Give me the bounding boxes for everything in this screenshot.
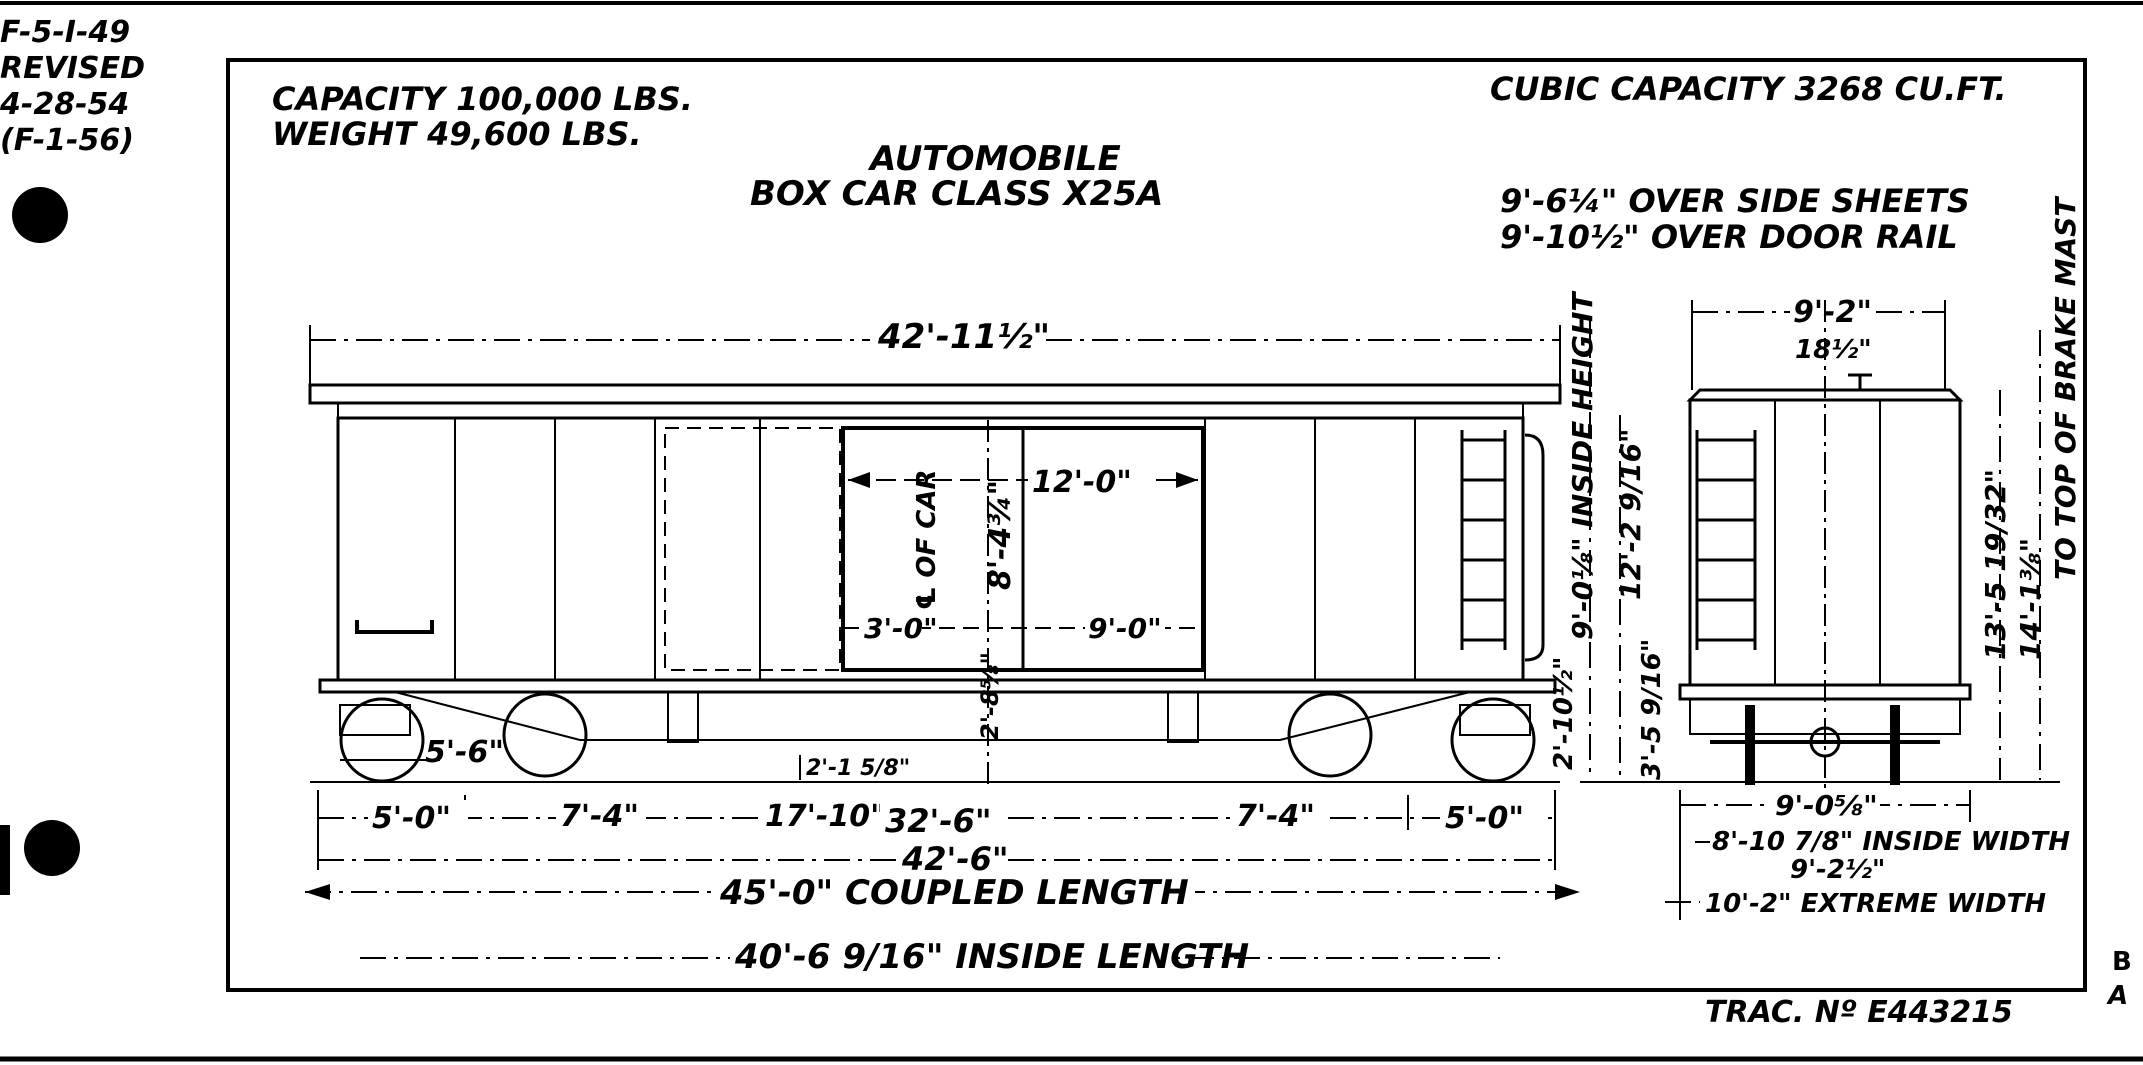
side-view: 42'-11½" — [305, 291, 1667, 977]
roof-walk-dim: 18½" — [1795, 335, 1872, 365]
overall-length-dim: 42'-11½" — [877, 317, 1050, 357]
drawing-border — [226, 58, 2087, 992]
hidden-door-outline — [664, 427, 841, 671]
tracing-number: TRAC. Nº E443215 — [1705, 995, 2013, 1030]
length-over-sills-dim: 42'-6" — [901, 840, 1009, 878]
wheelbase-dim: 5'-6" — [425, 735, 504, 770]
end-right-dim: 5'-0" — [1445, 801, 1524, 836]
title-line2: BOX CAR CLASS X25A — [750, 174, 1163, 214]
height-rail-dim: 13'-5 19/32" — [1979, 469, 2012, 660]
extreme-width-dim: 10'-2" EXTREME WIDTH — [1705, 889, 2046, 919]
end-wheel-right — [1890, 705, 1900, 785]
grab-iron — [355, 620, 434, 634]
over-side-sheets-label: 9'-6¼" OVER SIDE SHEETS — [1500, 182, 1970, 220]
end-view-ladder — [1695, 430, 1757, 650]
seg-right-dim: 7'-4" — [1236, 799, 1315, 834]
margin-bar — [0, 825, 10, 895]
end-wheel-left — [1745, 705, 1755, 785]
coupled-length-dim: 45'-0" COUPLED LENGTH — [719, 873, 1189, 913]
inside-width-dim: 8'-10 7/8" INSIDE WIDTH — [1712, 827, 2070, 857]
margin-note-line3: 4-28-54 — [0, 87, 129, 122]
height-roof-dim: 14'-1⅜" — [2014, 538, 2047, 660]
width-small-dim: 9'-2½" — [1790, 855, 1885, 885]
corner-mark-b: B — [2112, 947, 2132, 977]
title-line1: AUTOMOBILE — [867, 139, 1121, 179]
width-over-sills-dim: 9'-0⅝" — [1775, 789, 1878, 822]
brake-wheel — [1848, 373, 1872, 390]
over-door-rail-label: 9'-10½" OVER DOOR RAIL — [1500, 218, 1958, 256]
height-a-dim: 2'-10½" — [1549, 657, 1579, 770]
truck-centers-dim: 32'-6" — [885, 802, 992, 840]
height-to-roof-dim: 12'-2 9/16" — [1614, 428, 1647, 600]
bottom-clearance-dim: 2'-1 5/8" — [806, 756, 910, 781]
door-center-dim: 8'-4¾" — [983, 480, 1018, 590]
margin-note-line4: (F-1-56) — [0, 123, 134, 158]
binder-hole-bottom — [24, 820, 80, 876]
inside-height-dim: 9'-0⅛" INSIDE HEIGHT — [1566, 291, 1599, 640]
center-height-dim: 2'-8⅝" — [976, 652, 1004, 740]
margin-note-line1: F-5-I-49 — [0, 15, 130, 50]
wheel-4 — [1450, 697, 1536, 783]
door-opening-dim: 12'-0" — [1032, 465, 1132, 500]
seg-mid-dim: 17'-10" — [765, 799, 886, 834]
binder-hole-top — [12, 187, 68, 243]
side-sill — [318, 678, 1557, 694]
brake-mast-label: TO TOP OF BRAKE MAST — [2049, 196, 2082, 580]
weight-label: WEIGHT 49,600 LBS. — [272, 115, 642, 153]
height-b-dim: 3'-5 9/16" — [1637, 639, 1667, 780]
capacity-label: CAPACITY 100,000 LBS. — [272, 80, 693, 118]
end-ladder — [1460, 430, 1545, 662]
offset-right-dim: 9'-0" — [1088, 612, 1162, 645]
seg-left-dim: 7'-4" — [560, 799, 639, 834]
center-of-car-label: ℄ OF CAR — [912, 470, 942, 611]
cubic-capacity-label: CUBIC CAPACITY 3268 CU.FT. — [1490, 70, 2007, 108]
eave — [337, 402, 1524, 419]
center-sill — [394, 691, 1471, 741]
wheel-2 — [502, 692, 588, 778]
offset-left-dim: 3'-0" — [864, 612, 938, 645]
top-width-dim: 9'-2" — [1793, 295, 1872, 330]
end-left-dim: 5'-0" — [372, 801, 451, 836]
inside-length-dim: 40'-6 9/16" INSIDE LENGTH — [734, 937, 1249, 977]
margin-note-line2: REVISED — [0, 51, 145, 86]
roof — [308, 383, 1562, 405]
end-view: 9'-2" 18½" 13'- — [1580, 196, 2082, 920]
wheel-3 — [1287, 692, 1373, 778]
corner-mark-a: A — [2106, 981, 2128, 1011]
